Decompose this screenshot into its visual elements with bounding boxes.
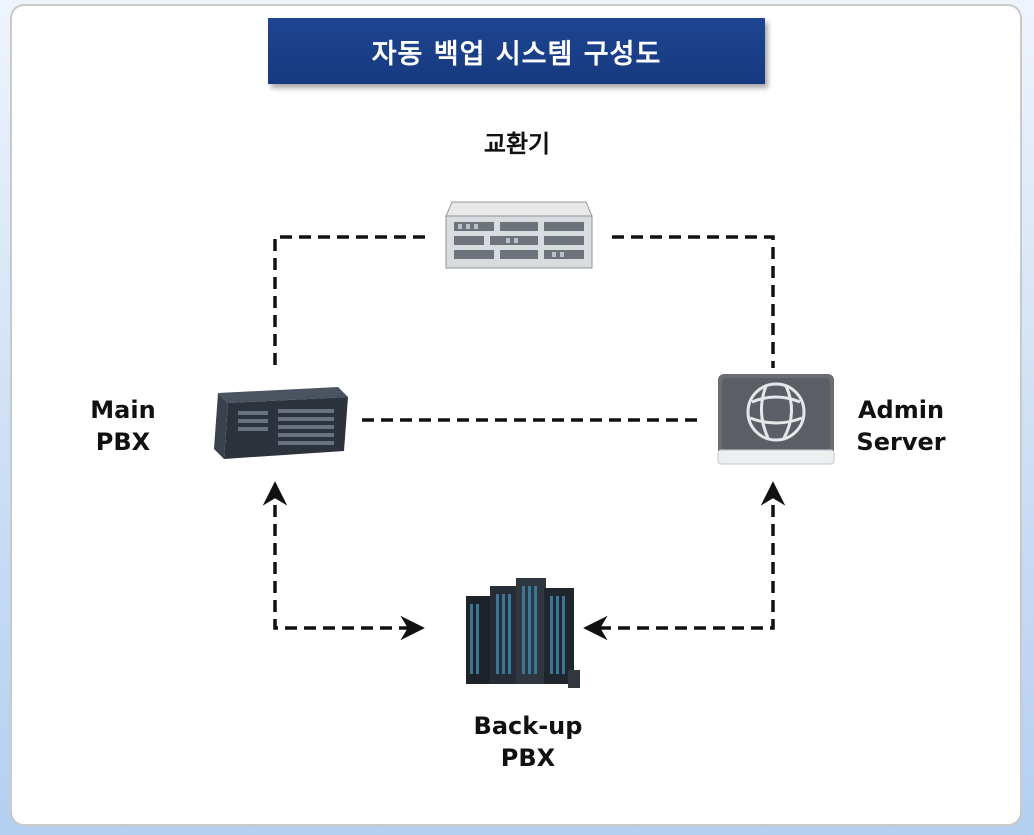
title-banner: 자동 백업 시스템 구성도 <box>268 18 765 84</box>
main-pbx-label-line1: Main <box>90 396 156 424</box>
admin-server-label-line2: Server <box>856 428 946 457</box>
admin-server-device-icon <box>717 374 835 465</box>
main-pbx-label: Main PBX <box>68 394 178 459</box>
diagram-canvas <box>10 4 1022 826</box>
backup-pbx-label-line1: Back-up <box>473 712 583 740</box>
admin-server-label: Admin Server <box>846 394 956 459</box>
main-pbx-device-icon <box>214 387 348 459</box>
link-exchange-main <box>273 235 425 368</box>
diagram-title: 자동 백업 시스템 구성도 <box>371 38 662 70</box>
exchange-device-icon <box>445 201 593 269</box>
exchange-label: 교환기 <box>467 128 567 160</box>
admin-server-label-line1: Admin <box>857 396 945 424</box>
main-pbx-label-line2: PBX <box>95 428 151 457</box>
link-main-backup <box>262 481 425 641</box>
backup-pbx-label-line2: PBX <box>500 744 556 773</box>
backup-pbx-label: Back-up PBX <box>453 710 603 775</box>
backup-pbx-device-icon <box>466 578 580 688</box>
link-exchange-admin <box>612 235 775 368</box>
exchange-label-text: 교환기 <box>483 130 551 158</box>
link-admin-backup <box>583 481 786 641</box>
